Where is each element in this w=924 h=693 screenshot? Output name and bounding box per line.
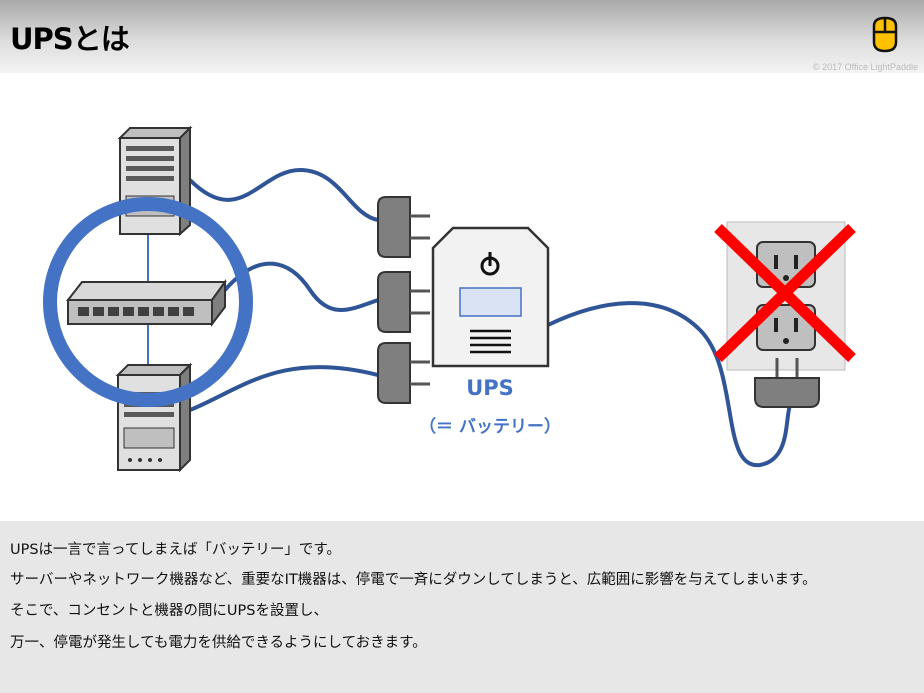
unplugged-plug-icon bbox=[754, 358, 820, 408]
highlight-circle bbox=[43, 197, 253, 407]
page-title: UPSとは bbox=[10, 22, 130, 56]
description-line: UPSは一言で言ってしまえば「バッテリー」です。 bbox=[10, 542, 341, 558]
cables bbox=[188, 167, 792, 468]
description-line: サーバーやネットワーク機器など、重要なIT機器は、停電で一斉にダウンしてしまうと… bbox=[10, 572, 817, 588]
description-panel: UPSは一言で言ってしまえば「バッテリー」です。 サーバーやネットワーク機器など… bbox=[0, 521, 924, 693]
description-line: 万一、停電が発生しても電力を供給できるようにしておきます。 bbox=[10, 635, 427, 651]
server-bottom-icon bbox=[115, 362, 193, 473]
cross-icon bbox=[714, 224, 856, 362]
ups-diagram bbox=[43, 125, 856, 473]
server-top-icon bbox=[117, 125, 193, 237]
description-line: そこで、コンセントと機器の間にUPSを設置し、 bbox=[10, 603, 328, 619]
header bbox=[0, 0, 924, 73]
ups-sublabel: （＝ バッテリー） bbox=[419, 417, 561, 437]
plug-icons bbox=[377, 196, 411, 404]
ups-label: UPS bbox=[466, 376, 514, 400]
network-switch-icon bbox=[65, 278, 227, 327]
copyright: © 2017 Office LightPaddle bbox=[812, 62, 918, 72]
ups-device-icon bbox=[431, 226, 550, 368]
mouse-icon bbox=[872, 16, 898, 53]
